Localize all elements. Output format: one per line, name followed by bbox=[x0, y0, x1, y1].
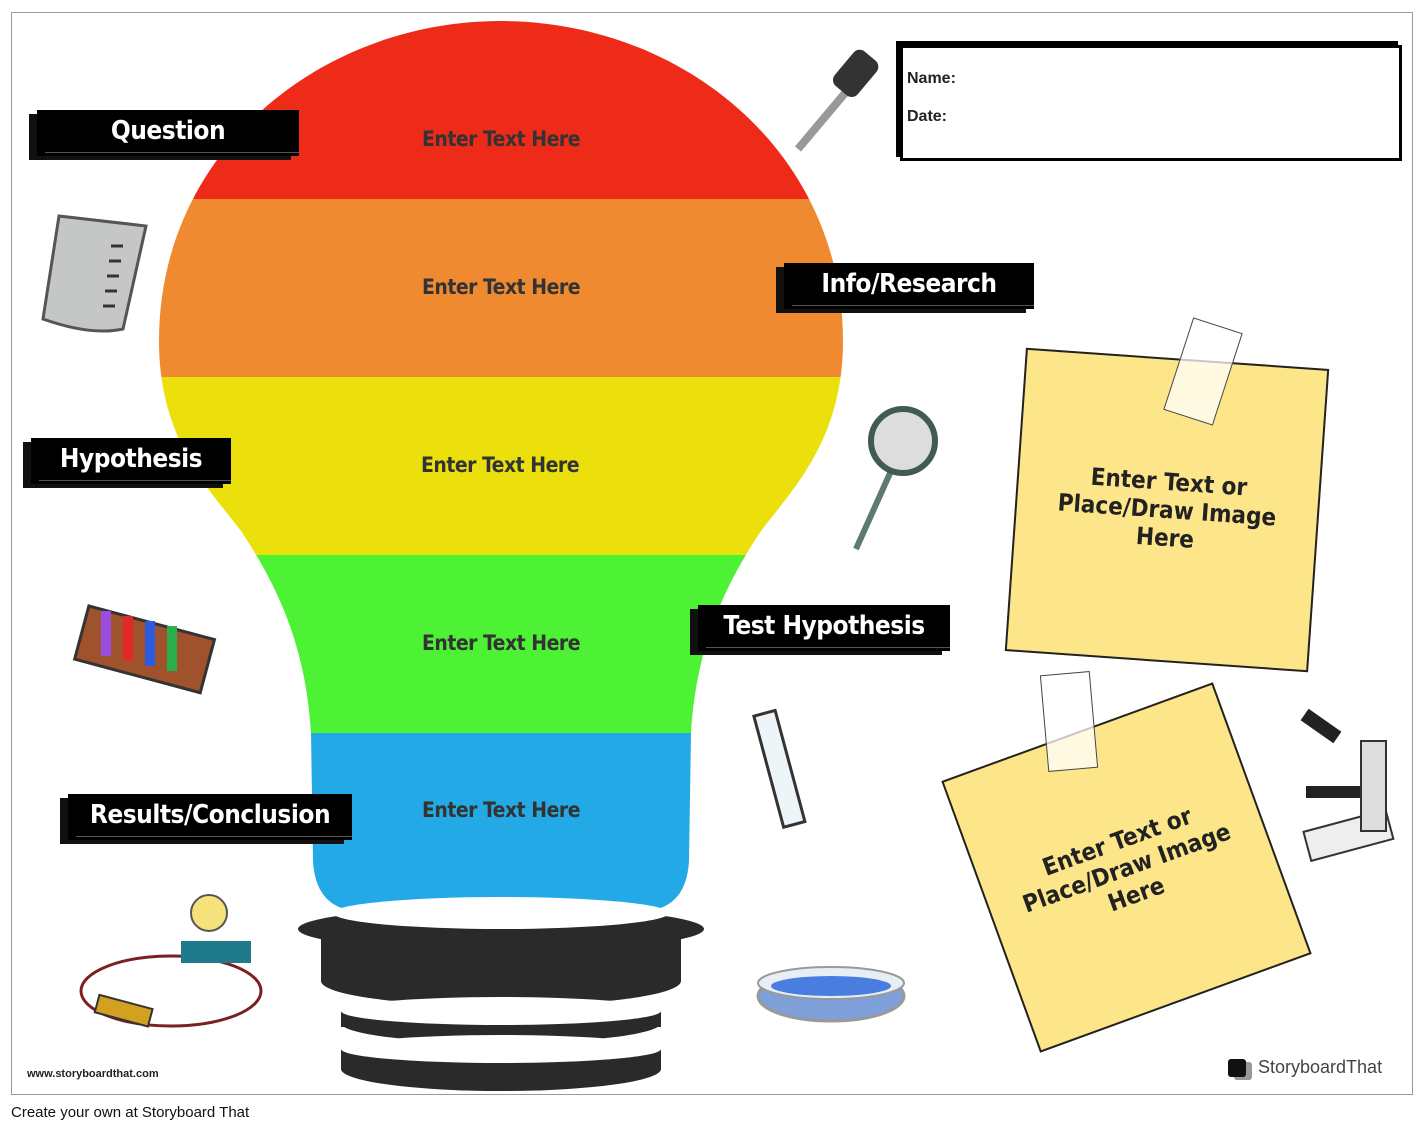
logo-text: StoryboardThat bbox=[1258, 1057, 1383, 1077]
name-date-box[interactable]: Name: Date: bbox=[900, 45, 1402, 161]
question-text[interactable]: Enter Text Here bbox=[421, 127, 581, 151]
bulb-band-hypothesis bbox=[159, 377, 843, 555]
research-label: Info/Research bbox=[784, 263, 1034, 309]
tape-icon bbox=[1039, 671, 1099, 772]
sticky-note-2-text: Enter Text or Place/Draw Image Here bbox=[1018, 801, 1235, 919]
research-text[interactable]: Enter Text Here bbox=[421, 275, 581, 299]
bulb-band-question bbox=[159, 21, 843, 199]
bulb-base bbox=[298, 897, 704, 1091]
beaker-icon bbox=[41, 214, 148, 333]
create-your-own-link[interactable]: Create your own at Storyboard That bbox=[11, 1104, 250, 1121]
results-label: Results/Conclusion bbox=[68, 794, 352, 840]
sticky-note-1-text: Enter Text or Place/Draw Image Here bbox=[1056, 462, 1278, 554]
logo-icon bbox=[1228, 1058, 1246, 1077]
test-text[interactable]: Enter Text Here bbox=[421, 631, 581, 655]
website-text: www.storyboardthat.com bbox=[27, 1068, 159, 1080]
bulb-band-research bbox=[159, 199, 843, 377]
dropper-icon bbox=[794, 49, 879, 152]
results-text[interactable]: Enter Text Here bbox=[421, 798, 581, 822]
magnifying-glass-icon bbox=[853, 406, 938, 551]
date-label: Date: bbox=[907, 108, 948, 125]
petri-dish-icon bbox=[756, 966, 906, 1023]
worksheet-canvas: Name: Date: Enter Text Here Enter Text H… bbox=[11, 12, 1413, 1095]
graduated-cylinder-icon bbox=[752, 708, 807, 830]
name-label: Name: bbox=[907, 70, 956, 87]
test-hypothesis-label: Test Hypothesis bbox=[698, 605, 950, 651]
question-label: Question bbox=[37, 110, 299, 156]
hypothesis-text[interactable]: Enter Text Here bbox=[420, 453, 580, 477]
test-tube-rack-icon bbox=[72, 604, 217, 695]
circuit-icon bbox=[79, 894, 263, 1028]
microscope-icon bbox=[1300, 708, 1395, 863]
storyboardthat-logo: StoryboardThat bbox=[1228, 1057, 1382, 1078]
hypothesis-label: Hypothesis bbox=[31, 438, 231, 484]
